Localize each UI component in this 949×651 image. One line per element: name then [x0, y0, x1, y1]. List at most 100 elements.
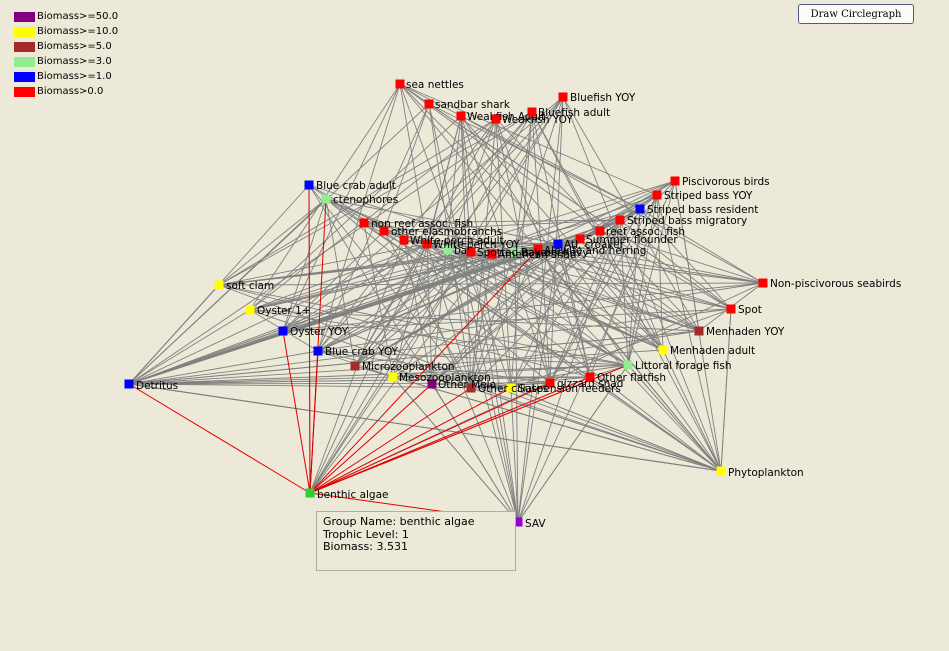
node-white-perch-adult[interactable]: White perch adult [399, 235, 504, 247]
node-alewife-herring[interactable]: Alewife and herring [533, 244, 647, 258]
node-marker[interactable] [422, 239, 432, 249]
node-oyster-yoy[interactable]: Oyster YOY [278, 326, 349, 338]
node-bay-node[interactable]: ba [443, 245, 468, 257]
node-marker[interactable] [513, 517, 523, 527]
node-marker[interactable] [388, 372, 398, 382]
node-soft-clam[interactable]: soft clam [214, 280, 275, 292]
node-sav[interactable]: SAV [513, 517, 547, 531]
node-marker[interactable] [575, 234, 585, 244]
node-marker[interactable] [623, 360, 633, 370]
draw-circlegraph-button[interactable]: Draw Circlegraph [798, 4, 914, 24]
node-marker[interactable] [694, 326, 704, 336]
node-oyster-1[interactable]: Oyster 1+ [245, 305, 311, 317]
node-other-flatfish[interactable]: Other flatfish [585, 372, 667, 384]
node-other-meio[interactable]: Other Meio [427, 379, 497, 391]
node-bluefish-yoy[interactable]: Bluefish YOY [558, 92, 636, 104]
food-web-link [403, 239, 433, 385]
node-marker[interactable] [533, 244, 543, 254]
node-marker[interactable] [758, 278, 768, 288]
food-web-link [128, 383, 722, 472]
food-web-link [128, 309, 251, 385]
node-marker[interactable] [124, 379, 134, 389]
node-marker[interactable] [558, 92, 568, 102]
node-spotted-hake[interactable]: Spotted hake [466, 247, 547, 259]
node-non-piscivorous-seabirds[interactable]: Non-piscivorous seabirds [758, 278, 902, 290]
node-marker[interactable] [214, 280, 224, 290]
node-ctenophores[interactable]: ctenophores [321, 194, 399, 206]
node-marker[interactable] [595, 226, 605, 236]
node-summer-flounder[interactable]: Summer flounder [575, 234, 679, 246]
node-microzooplankton[interactable]: Microzooplankton [350, 361, 455, 373]
node-marker[interactable] [716, 466, 726, 476]
node-striped-bass-resident[interactable]: Striped bass resident [635, 204, 759, 216]
node-striped-bass-yoy[interactable]: Striped bass YOY [652, 190, 754, 202]
node-marker[interactable] [527, 107, 537, 117]
node-sandbar-shark[interactable]: sandbar shark [424, 99, 511, 111]
node-menhaden-yoy[interactable]: Menhaden YOY [694, 326, 785, 338]
node-marker[interactable] [399, 235, 409, 245]
node-marker[interactable] [321, 194, 331, 204]
node-marker[interactable] [313, 346, 323, 356]
node-marker[interactable] [245, 305, 255, 315]
node-marker[interactable] [305, 488, 315, 498]
node-littoral-forage-fish[interactable]: Littoral forage fish [623, 360, 732, 372]
node-other-ciliates[interactable]: Other ciliates [466, 383, 549, 395]
node-marker[interactable] [615, 215, 625, 225]
node-spot[interactable]: Spot [726, 304, 762, 316]
node-weakfish-adult[interactable]: Weakfish Adult [456, 111, 546, 123]
node-marker[interactable] [670, 176, 680, 186]
node-blue-crab-adult[interactable]: Blue crab adult [304, 180, 396, 192]
node-mesozooplankton[interactable]: Mesozooplankton [388, 372, 491, 384]
node-marker[interactable] [278, 326, 288, 336]
node-benthic-algae[interactable]: benthic algae [305, 488, 389, 502]
node-gizzard-shad[interactable]: gizzard shad [545, 378, 624, 390]
node-striped-bass-migratory[interactable]: Striped bass migratory [615, 215, 748, 227]
node-blue-crab-yoy[interactable]: Blue crab YOY [313, 346, 399, 358]
node-marker[interactable] [545, 378, 555, 388]
node-marker[interactable] [466, 383, 476, 393]
node-marker[interactable] [443, 245, 453, 255]
node-label: reef assoc. fish [606, 226, 685, 238]
node-bay-anchovy[interactable]: Bay anchovy [510, 247, 589, 259]
food-web-nodes: sea nettles sandbar shark Bluefish YOY Weak… [124, 79, 902, 531]
node-reef-assoc-fish[interactable]: reef assoc. fish [595, 226, 686, 238]
food-web-link [309, 111, 533, 494]
food-web-link [399, 83, 641, 210]
node-other-elasmobranchs[interactable]: other elasmobranchs [379, 226, 503, 238]
node-marker[interactable] [350, 361, 360, 371]
node-marker[interactable] [456, 111, 466, 121]
node-marker[interactable] [466, 247, 476, 257]
node-weakfish-yoy[interactable]: Weakfish YOY [491, 114, 574, 126]
node-marker[interactable] [652, 190, 662, 200]
node-piscivorous-birds[interactable]: Piscivorous birds [670, 176, 770, 188]
node-phytoplankton[interactable]: Phytoplankton [716, 466, 804, 480]
node-bluefish-adult[interactable]: Bluefish adult [527, 107, 611, 119]
node-label: Summer flounder [586, 234, 678, 246]
node-non-reef-assoc-fish[interactable]: non reef assoc. fish [359, 218, 474, 230]
node-sea-nettles[interactable]: sea nettles [395, 79, 464, 91]
node-marker[interactable] [491, 114, 501, 124]
node-menhaden-adult[interactable]: Menhaden adult [658, 345, 756, 357]
node-marker[interactable] [395, 79, 405, 89]
node-marker[interactable] [424, 99, 434, 109]
node-marker[interactable] [658, 345, 668, 355]
node-marker[interactable] [553, 239, 563, 249]
node-suspension-feeders[interactable]: Suspension feeders [506, 383, 621, 395]
node-marker[interactable] [635, 204, 645, 214]
node-marker[interactable] [427, 379, 437, 389]
node-marker[interactable] [726, 304, 736, 314]
node-marker[interactable] [506, 383, 516, 393]
node-marker[interactable] [585, 372, 595, 382]
node-white-perch-yoy[interactable]: White perch YOY [422, 239, 521, 251]
node-atl-croaker[interactable]: Atl. croaker [553, 239, 625, 251]
node-american-shad[interactable]: American shad [487, 249, 577, 261]
node-marker[interactable] [304, 180, 314, 190]
node-marker[interactable] [487, 249, 497, 259]
node-detritus[interactable]: Detritus [124, 379, 179, 393]
node-marker[interactable] [510, 247, 520, 257]
node-marker[interactable] [359, 218, 369, 228]
food-web-link [128, 198, 327, 385]
node-marker[interactable] [379, 226, 389, 236]
info-group-name: Group Name: benthic algae [323, 515, 475, 528]
